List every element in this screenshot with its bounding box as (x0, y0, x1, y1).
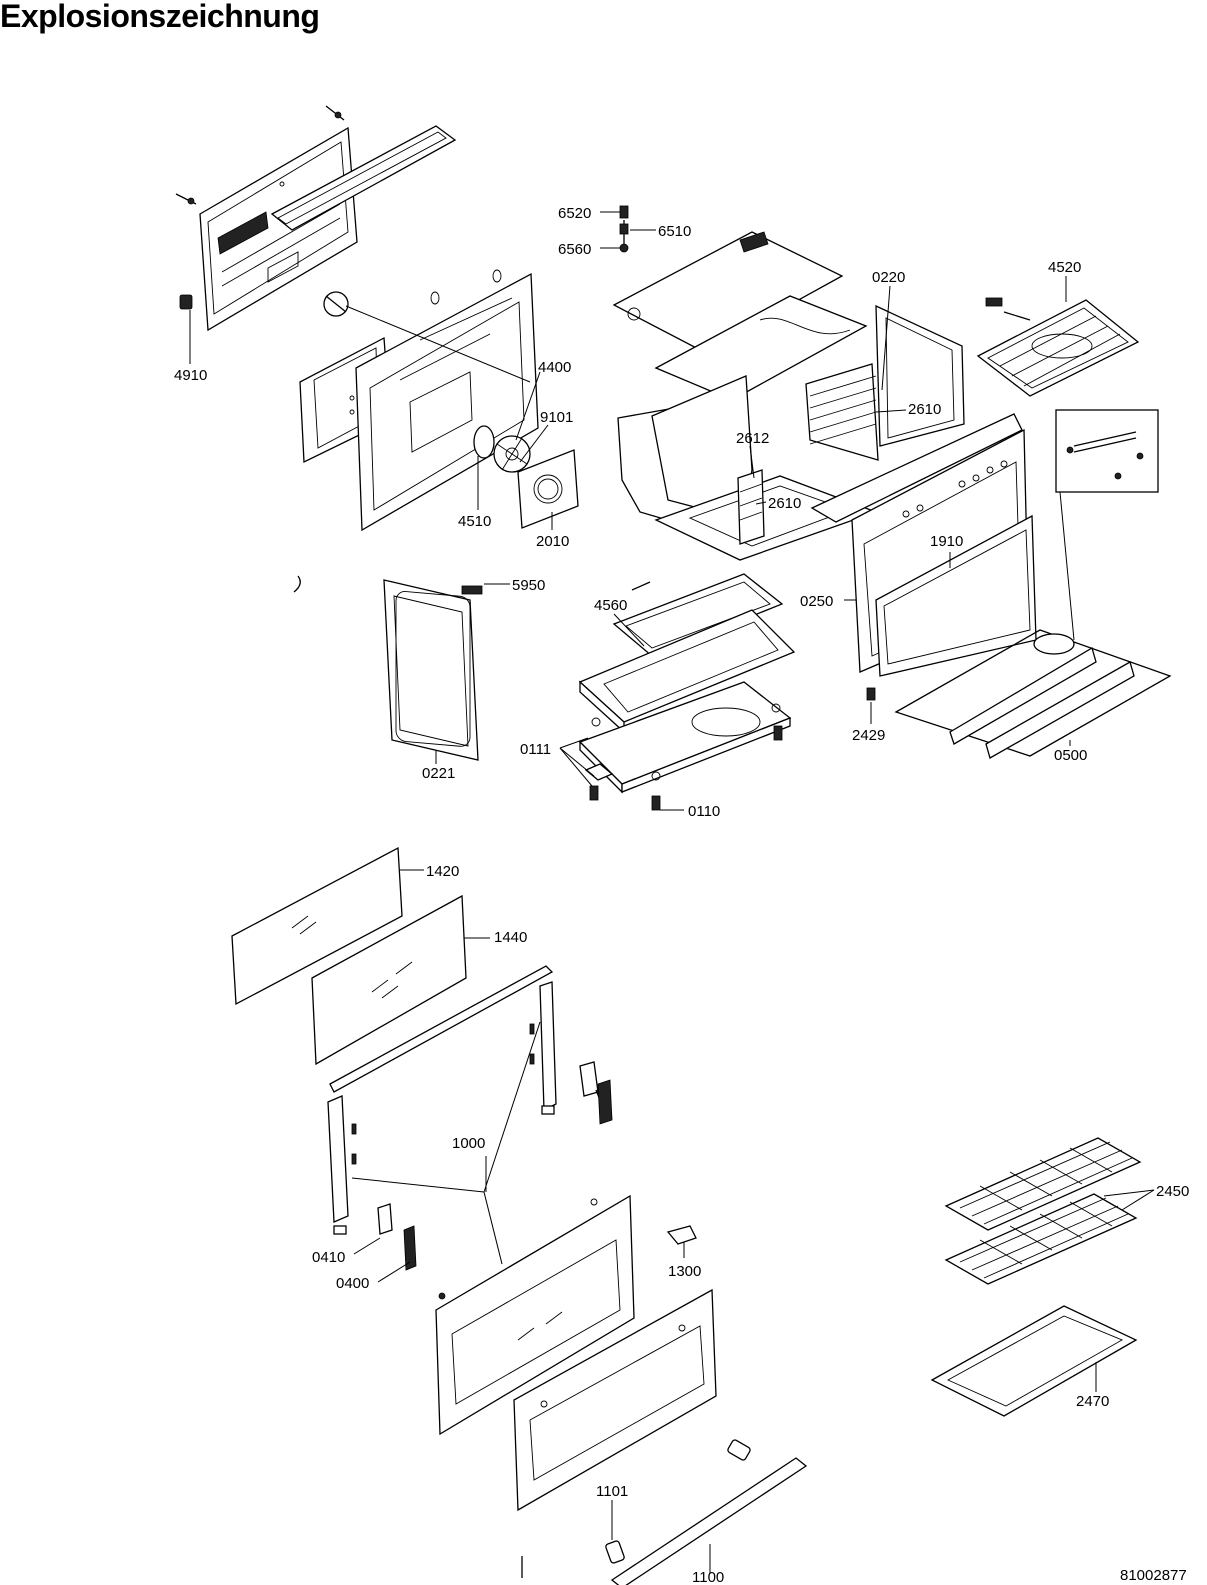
door-panel-drawing (435, 1194, 717, 1512)
part-label: 1440 (494, 929, 527, 946)
bottom-element-drawing (559, 573, 796, 811)
part-label: 1300 (668, 1263, 701, 1280)
grill-element-drawing (976, 276, 1140, 397)
part-label: 2450 (1156, 1183, 1189, 1200)
part-label: 4520 (1048, 259, 1081, 276)
part-label: 9101 (540, 409, 573, 426)
part-label: 1101 (596, 1483, 628, 1500)
baking-tray-drawing (930, 1305, 1138, 1417)
part-label: 4910 (174, 367, 207, 384)
part-label: 1000 (452, 1135, 485, 1152)
part-label: 1420 (426, 863, 459, 880)
part-label: 2612 (736, 430, 769, 447)
door-glass-drawing (231, 846, 554, 1093)
part-labels: 6520 6510 6560 0220 4520 4910 4400 9101 … (174, 205, 1189, 1585)
part-label: 0250 (800, 593, 833, 610)
document-number: 81002877 (1120, 1567, 1187, 1584)
oven-cavity-drawing (612, 231, 965, 561)
door-frame-drawing (327, 981, 613, 1283)
part-label: 0221 (422, 765, 455, 782)
part-label: 2610 (908, 401, 941, 418)
part-label: 6520 (558, 205, 591, 222)
part-label: 1910 (930, 533, 963, 550)
part-label: 6510 (658, 223, 691, 240)
part-label: 4560 (594, 597, 627, 614)
part-label: 2429 (852, 727, 885, 744)
door-handle-drawing (521, 1439, 808, 1585)
oven-rack-drawing (944, 1137, 1155, 1285)
part-label: 2470 (1076, 1393, 1109, 1410)
door-seal-drawing (293, 575, 510, 764)
part-label: 2610 (768, 495, 801, 512)
part-label: 0410 (312, 1249, 345, 1266)
part-label: 4400 (538, 359, 571, 376)
rear-panel-drawing (175, 105, 457, 332)
thermostat-parts-drawing (600, 205, 656, 253)
page-title: Explosionszeichnung (0, 0, 320, 34)
part-label: 0400 (336, 1275, 369, 1292)
part-label: 0111 (520, 741, 551, 758)
part-label: 0110 (688, 803, 720, 820)
part-label: 5950 (512, 577, 545, 594)
trim-strip-drawing (894, 409, 1172, 759)
part-label: 1100 (692, 1569, 724, 1585)
rear-wall-drawing (189, 269, 579, 532)
part-label: 0220 (872, 269, 905, 286)
part-label: 2010 (536, 533, 569, 550)
part-label: 4510 (458, 513, 491, 530)
front-frame-drawing (810, 413, 1037, 724)
part-label: 6560 (558, 241, 591, 258)
part-label: 0500 (1054, 747, 1087, 764)
